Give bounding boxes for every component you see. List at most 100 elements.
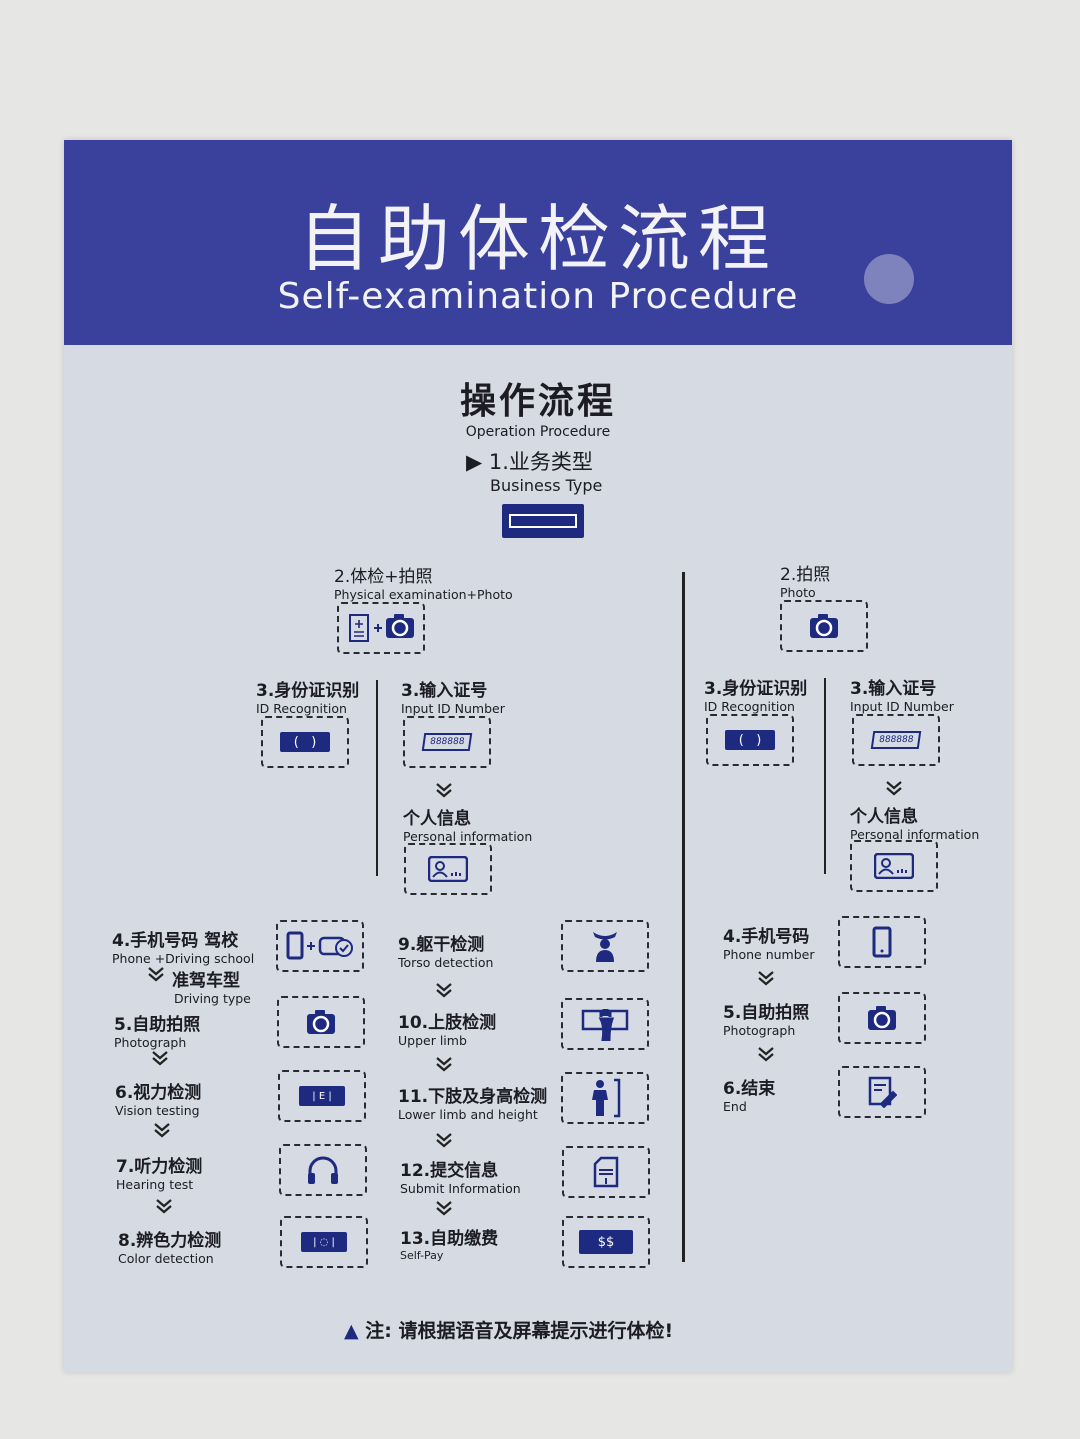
label-zh: 6.结束: [723, 1079, 776, 1099]
label-zh: 7.听力检测: [116, 1157, 203, 1177]
personal-info: 个人信息 Personal information: [403, 804, 532, 844]
play-icon: ▶: [466, 450, 489, 474]
color-icon-box: | ◌ |: [280, 1216, 368, 1268]
procedure-poster: 自助体检流程 Self-examination Procedure 操作流程 O…: [64, 140, 1012, 1372]
input-id-icon-box: 888888: [403, 716, 491, 768]
label-zh: 2.体检+拍照: [334, 567, 433, 587]
camera-icon: [808, 612, 840, 640]
section-title: 操作流程 Operation Procedure: [64, 372, 1012, 440]
chevron-down-icon: [885, 780, 903, 796]
note-text: 注: 请根据语音及屏幕提示进行体检!: [365, 1320, 674, 1342]
id-card-reader-icon: ( ): [280, 732, 330, 752]
label-en: Input ID Number: [850, 699, 954, 714]
chevron-down-icon: [757, 1046, 775, 1062]
id-card-reader-icon: ( ): [725, 730, 775, 750]
right-input-id-icon-box: 888888: [852, 714, 940, 766]
phone-car-icon: [286, 931, 353, 960]
label-en: Hearing test: [116, 1177, 194, 1192]
sticker: [864, 254, 914, 304]
camera-icon: [305, 1008, 337, 1036]
chevron-down-icon: [435, 982, 453, 998]
clipboard-camera-icon: [349, 612, 416, 642]
step3-id-recognition: 3.身份证识别 ID Recognition: [256, 676, 359, 716]
title-en: Self-examination Procedure: [277, 276, 799, 317]
label-en: ID Recognition: [256, 701, 347, 716]
lower-limb-icon-box: [561, 1072, 649, 1124]
upper-limb-icon-box: [561, 998, 649, 1050]
document-icon: [593, 1156, 619, 1188]
label-zh: 11.下肢及身高检测: [398, 1087, 548, 1107]
step-business-type: ▶ 1.业务类型 Business Type: [466, 446, 602, 495]
label-en: Phone +Driving school: [112, 951, 255, 966]
id-card-icon: [428, 856, 468, 882]
phone-icon: [872, 926, 892, 958]
right-phone-icon-box: [838, 916, 926, 968]
label-en: Photograph: [723, 1023, 796, 1038]
warning-triangle-icon: ▲: [344, 1320, 366, 1342]
label-zh: 12.提交信息: [400, 1161, 499, 1181]
label-en: Physical examination+Photo: [334, 587, 513, 602]
label-zh: 2.拍照: [780, 565, 831, 585]
eye-chart-icon: | E |: [299, 1086, 345, 1106]
chevron-down-icon: [155, 1198, 173, 1214]
label-en: Color detection: [118, 1251, 214, 1266]
right-end-icon-box: [838, 1066, 926, 1118]
torso-icon-box: [561, 920, 649, 972]
chevron-down-icon: [757, 970, 775, 986]
camera-icon: [866, 1004, 898, 1032]
business-type-icon: [502, 504, 584, 538]
torso-icon: [593, 932, 617, 962]
label-zh: 5.自助拍照: [114, 1015, 201, 1035]
section-title-en: Operation Procedure: [465, 424, 611, 440]
submit-icon-box: [562, 1146, 650, 1198]
sub-divider: [376, 680, 378, 876]
right-photograph-icon-box: [838, 992, 926, 1044]
id-recognition-icon-box: ( ): [261, 716, 349, 768]
label-en: Submit Information: [400, 1181, 521, 1196]
self-pay-icon-box: $$: [562, 1216, 650, 1268]
step4-phone-school: 4.手机号码 驾校 Phone +Driving school 准驾车型 Dri…: [112, 926, 254, 1006]
vision-icon-box: | E |: [278, 1070, 366, 1122]
poster-header: 自助体检流程 Self-examination Procedure: [64, 140, 1012, 345]
label-zh: 8.辨色力检测: [118, 1231, 222, 1251]
label-zh: 4.手机号码 驾校: [112, 931, 239, 951]
label-zh: 3.身份证识别: [256, 681, 360, 701]
label-en: Lower limb and height: [398, 1107, 538, 1122]
phone-school-icon-box: [276, 920, 364, 972]
height-measure-icon: [592, 1078, 621, 1118]
label-en: Vision testing: [115, 1103, 200, 1118]
step3-input-id: 3.输入证号 Input ID Number: [401, 676, 505, 716]
label-zh: 个人信息: [403, 809, 471, 829]
label-zh: 个人信息: [850, 807, 918, 827]
headphones-icon: [308, 1156, 338, 1184]
label-en: Self-Pay: [400, 1249, 444, 1262]
right-id-recognition-icon-box: ( ): [706, 714, 794, 766]
step-label-zh: 1.业务类型: [488, 450, 593, 474]
label-zh: 4.手机号码: [723, 927, 810, 947]
right-photo-icon-box: [780, 600, 868, 652]
label-en: End: [723, 1099, 747, 1114]
label-zh: 10.上肢检测: [398, 1013, 497, 1033]
chevron-down-icon: [151, 1050, 169, 1066]
hearing-icon-box: [279, 1144, 367, 1196]
chevron-down-icon: [147, 966, 165, 982]
keypad-icon: 888888: [421, 733, 473, 751]
chevron-down-icon: [435, 782, 453, 798]
photograph-icon-box: [277, 996, 365, 1048]
money-icon: $$: [579, 1230, 633, 1254]
color-plate-icon: | ◌ |: [301, 1232, 347, 1252]
label-zh: 3.身份证识别: [704, 679, 808, 699]
